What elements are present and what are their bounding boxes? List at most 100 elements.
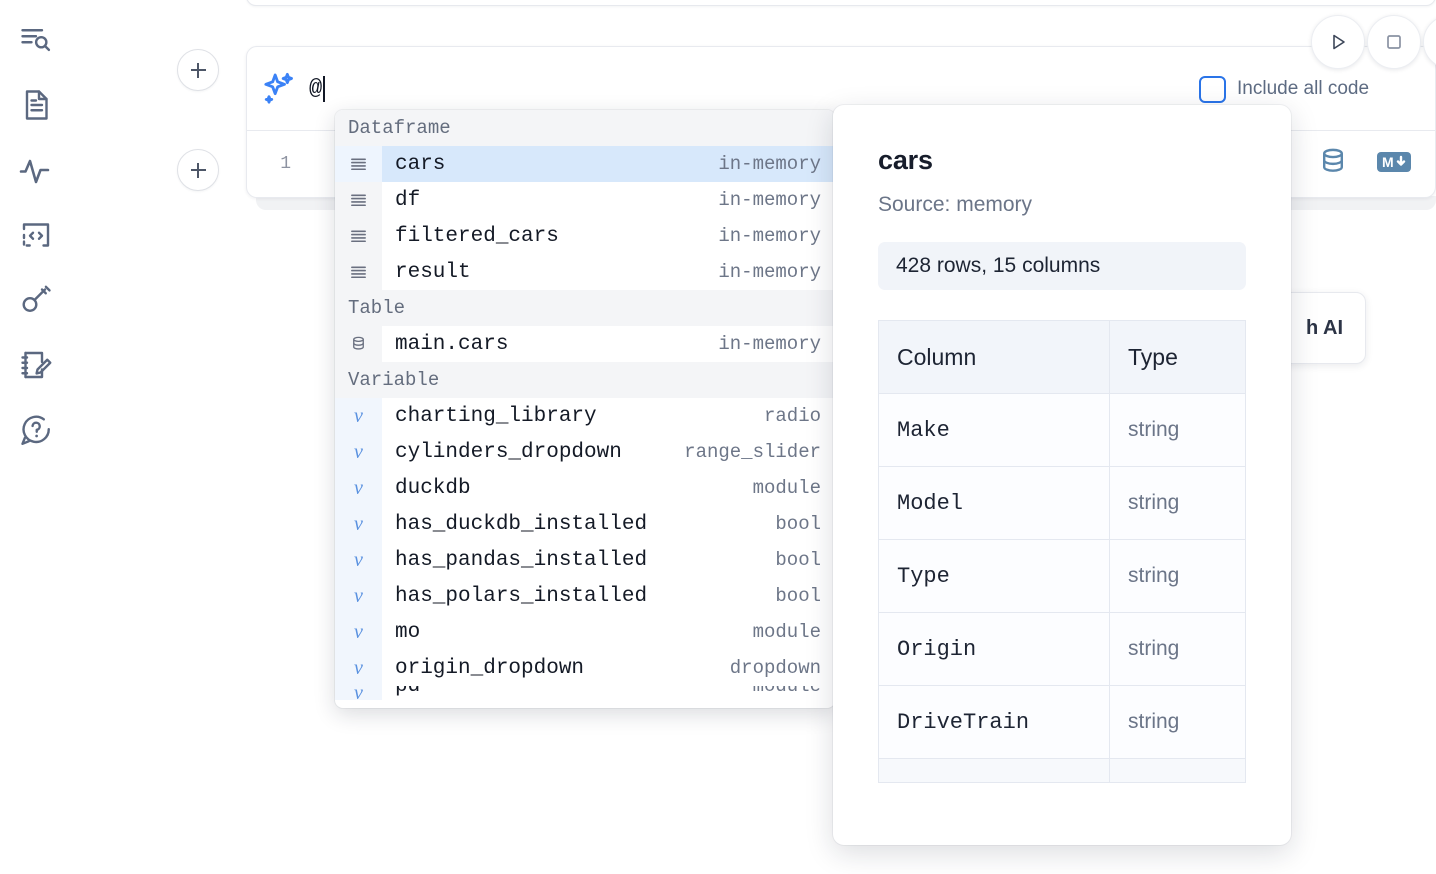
previous-cell-stub	[246, 0, 1436, 6]
schema-column-type: string	[1109, 612, 1246, 686]
variable-icon: v	[335, 434, 382, 470]
schema-column-type: string	[1109, 466, 1246, 540]
schema-column-name	[878, 758, 1110, 783]
notebook-file-icon[interactable]	[14, 83, 58, 127]
schema-column-type	[1109, 758, 1246, 783]
autocomplete-item-name: duckdb	[395, 476, 471, 500]
rows-icon	[335, 182, 382, 218]
autocomplete-item[interactable]: filtered_cars in-memory	[335, 218, 835, 254]
autocomplete-item-type: bool	[775, 549, 821, 571]
autocomplete-item-name: filtered_cars	[395, 224, 559, 248]
autocomplete-item-name: df	[395, 188, 421, 212]
schema-column-name: Origin	[878, 612, 1110, 686]
run-cell-button[interactable]	[1311, 15, 1365, 69]
checkbox-box[interactable]	[1199, 75, 1226, 103]
text-caret	[323, 75, 326, 102]
autocomplete-item[interactable]: v has_duckdb_installed bool	[335, 506, 835, 542]
autocomplete-item-type: module	[752, 621, 821, 643]
variable-icon: v	[335, 470, 382, 506]
stop-cell-button[interactable]	[1367, 15, 1421, 69]
schema-column-name: Type	[878, 539, 1110, 613]
schema-column-type: string	[1109, 685, 1246, 759]
help-chat-icon[interactable]	[14, 408, 58, 452]
autocomplete-group-label: Table	[335, 290, 835, 326]
autocomplete-item-type: radio	[763, 405, 821, 427]
schema-column-name: Make	[878, 393, 1110, 467]
rows-icon	[335, 218, 382, 254]
variable-icon: v	[335, 506, 382, 542]
autocomplete-item[interactable]: cars in-memory	[335, 146, 835, 182]
autocomplete-item-name: main.cars	[395, 332, 509, 356]
add-cell-below-button[interactable]	[177, 149, 219, 191]
markdown-icon[interactable]: M	[1377, 150, 1411, 179]
secrets-key-icon[interactable]	[14, 278, 58, 322]
left-icon-rail	[0, 0, 72, 874]
autocomplete-item-name: pd	[395, 686, 421, 698]
sql-database-icon[interactable]	[1317, 146, 1349, 183]
schema-column-type: string	[1109, 393, 1246, 467]
dataset-title: cars	[878, 145, 933, 175]
schema-column-name: DriveTrain	[878, 685, 1110, 759]
autocomplete-item-type: in-memory	[718, 225, 821, 247]
code-editor-row: 1 M	[247, 131, 1435, 197]
cell-tools: M	[1317, 131, 1411, 197]
ai-prompt-input[interactable]: @	[309, 47, 1435, 130]
rows-icon	[335, 146, 382, 182]
database-icon	[335, 326, 382, 362]
rows-icon	[335, 254, 382, 290]
autocomplete-group-label: Dataframe	[335, 110, 835, 146]
autocomplete-item-name: has_pandas_installed	[395, 548, 648, 572]
autocomplete-item-type: module	[752, 686, 821, 697]
autocomplete-item-type: bool	[775, 585, 821, 607]
autocomplete-item-name: cylinders_dropdown	[395, 440, 622, 464]
scratchpad-edit-icon[interactable]	[14, 343, 58, 387]
autocomplete-item-name: cars	[395, 152, 446, 176]
line-number: 1	[280, 154, 291, 174]
explore-outline-icon[interactable]	[14, 18, 58, 62]
variable-icon: v	[335, 650, 382, 686]
schema-type-header: Type	[1109, 320, 1246, 394]
autocomplete-item[interactable]: v cylinders_dropdown range_slider	[335, 434, 835, 470]
variable-icon: v	[335, 398, 382, 434]
ai-prompt-value: @	[309, 75, 323, 101]
schema-header-row: Column Type	[878, 320, 1246, 394]
schema-row-clipped	[878, 758, 1246, 783]
autocomplete-item[interactable]: v has_pandas_installed bool	[335, 542, 835, 578]
schema-col-header: Column	[878, 320, 1110, 394]
autocomplete-item-type: dropdown	[729, 657, 821, 679]
autocomplete-item-type: range_slider	[684, 441, 821, 463]
autocomplete-group-label: Variable	[335, 362, 835, 398]
ai-sparkle-icon	[247, 69, 309, 109]
dataset-preview-panel: cars Source: memory 428 rows, 15 columns…	[833, 105, 1291, 845]
schema-column-name: Model	[878, 466, 1110, 540]
prompt-options: Include all code	[1169, 47, 1435, 131]
variable-icon: v	[335, 578, 382, 614]
code-snippet-icon[interactable]	[14, 213, 58, 257]
add-cell-above-button[interactable]	[177, 49, 219, 91]
autocomplete-item-type: in-memory	[718, 189, 821, 211]
autocomplete-item-name: has_duckdb_installed	[395, 512, 648, 536]
autocomplete-item[interactable]: df in-memory	[335, 182, 835, 218]
variable-icon: v	[335, 542, 382, 578]
autocomplete-item-type: module	[752, 477, 821, 499]
autocomplete-item-type: in-memory	[718, 153, 821, 175]
include-all-code-checkbox[interactable]: Include all code	[1199, 75, 1370, 103]
autocomplete-item-type: bool	[775, 513, 821, 535]
include-all-code-label: Include all code	[1237, 78, 1370, 99]
autocomplete-item-type: in-memory	[718, 261, 821, 283]
activity-pulse-icon[interactable]	[14, 148, 58, 192]
